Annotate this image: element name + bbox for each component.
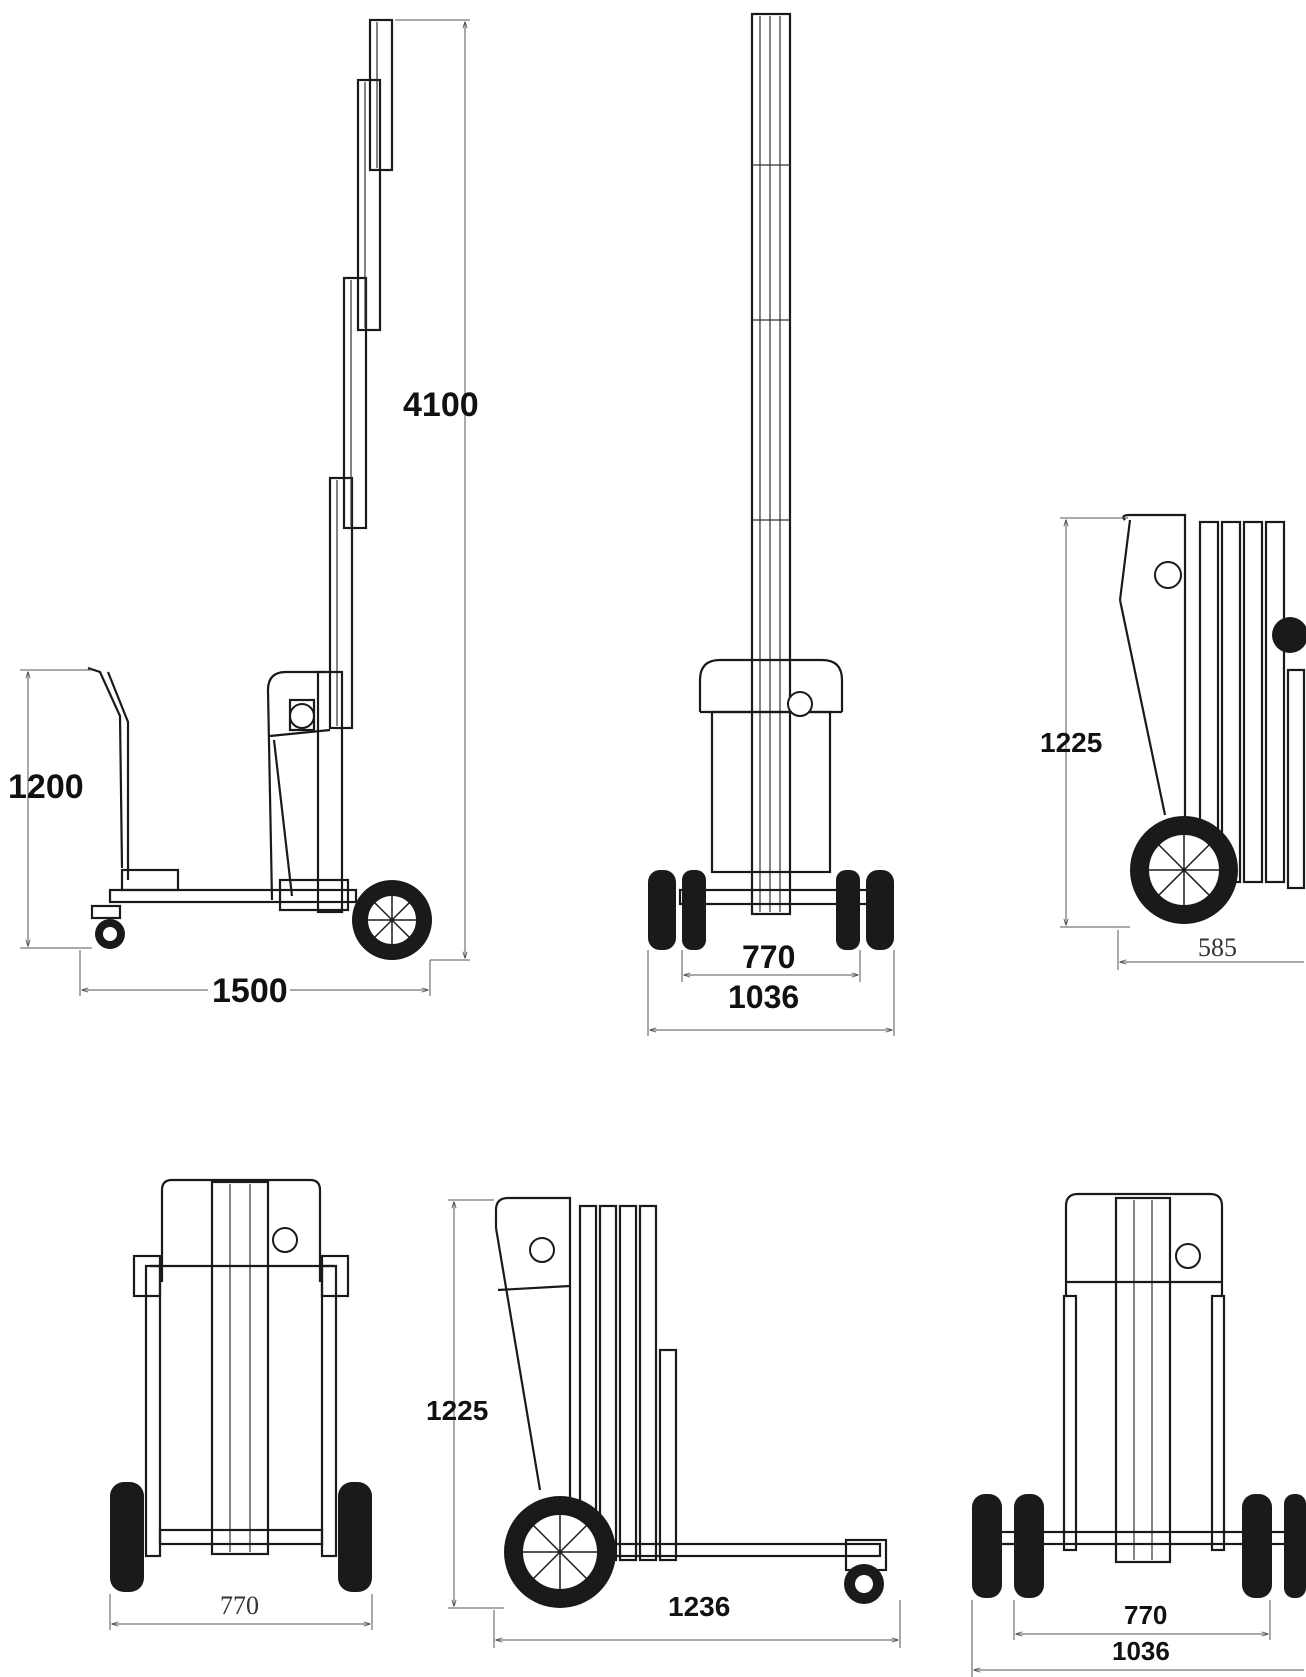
side-view-folded: 1225 585 (1040, 513, 1306, 970)
side-view-folded-arm: 1225 1236 (426, 1196, 901, 1648)
dim-folded-depth: 585 (1198, 933, 1237, 962)
dim-front-outer-width: 1036 (728, 979, 799, 1015)
dim-extended-height: 4100 (403, 386, 479, 424)
dim-folded-height: 1225 (1040, 727, 1102, 758)
dim-handle-height: 1200 (8, 768, 84, 806)
front-view-extended: 770 1036 (647, 12, 895, 1036)
front-view-folded: 770 1036 (971, 1192, 1306, 1677)
dim-arm-folded-height: 1225 (426, 1395, 488, 1426)
dim-extended-length: 1500 (212, 972, 288, 1010)
rear-view-folded: 770 (109, 1178, 373, 1630)
dim-arm-folded-length: 1236 (668, 1591, 730, 1622)
dim-front-inner-width: 770 (742, 939, 795, 975)
dim-folded-inner-width: 770 (1124, 1600, 1167, 1630)
side-view-extended: 4100 1200 1500 (8, 18, 479, 1010)
dim-rear-width: 770 (220, 1591, 259, 1620)
dim-folded-outer-width: 1036 (1112, 1636, 1170, 1666)
